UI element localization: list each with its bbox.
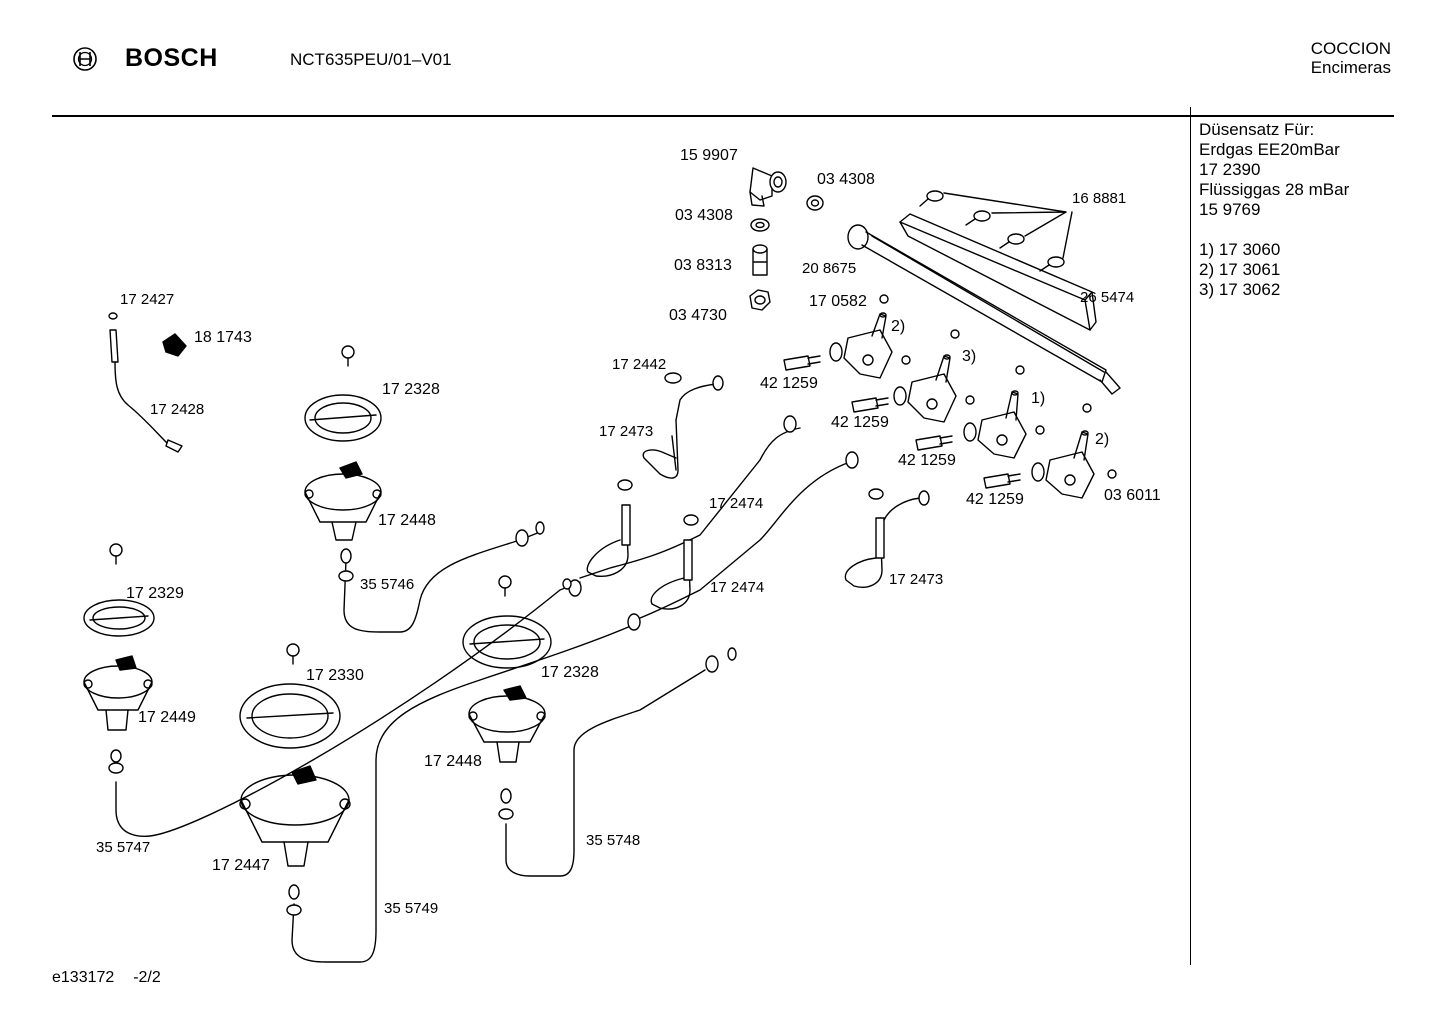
part-label: 17 2328 [382,381,440,398]
page-number: -2/2 [133,969,161,986]
burner-gasket [83,599,155,637]
clip [999,233,1025,249]
part-label: 17 0582 [809,293,867,310]
part-label: 18 1743 [194,329,252,346]
thermocouple [642,375,724,479]
variant-marker: 2) [1095,431,1110,448]
part-label: 42 1259 [966,491,1024,508]
note-line: 17 2390 [1199,160,1261,179]
part-label: 17 2442 [612,356,667,373]
gas-valve [829,312,893,379]
doc-id: e133172 [52,969,115,986]
part-label: 42 1259 [760,375,818,392]
part-label: 16 8881 [1072,190,1127,207]
burner-cup [468,685,546,763]
part-label: 35 5746 [360,576,415,593]
header-rule [52,115,1394,117]
part-label: 35 5747 [96,839,151,856]
burner-gasket [304,394,382,442]
note-line: Düsensatz Für: [1199,120,1315,139]
part-label: 35 5749 [384,900,439,917]
model-number: NCT635PEU/01–V01 [290,50,452,69]
part-label: 26 5474 [1080,289,1135,306]
elbow-fitting [749,167,787,207]
part-label: 42 1259 [898,452,956,469]
clip [1039,256,1065,272]
part-label: 17 2473 [599,423,654,440]
gas-pipe [505,669,706,877]
washer [617,372,884,526]
gas-pipe [115,581,581,837]
part-label: 17 2330 [306,667,364,684]
variant-note: 1) 17 3060 [1199,240,1281,259]
part-label: 15 9907 [680,147,738,164]
part-label: 20 8675 [802,260,857,277]
thermocouple [844,490,930,588]
part-label: 17 2328 [541,664,599,681]
hex-nut [749,289,771,311]
variant-marker: 2) [891,318,906,335]
nozzle-set-notes: Düsensatz Für: Erdgas EE20mBar 17 2390 F… [1199,120,1349,300]
part-label: 17 2329 [126,585,184,602]
document-id: e133172 -2/2 [52,969,161,987]
part-label: 17 2427 [120,291,175,308]
variant-marker: 3) [962,348,977,365]
part-label: 17 2449 [138,709,196,726]
part-label: 17 2448 [424,753,482,770]
injector [851,397,889,413]
part-label: 17 2474 [709,495,764,512]
washer [750,218,770,232]
category-line-2: Encimeras [1310,58,1391,77]
part-label: 17 2474 [710,579,765,596]
brand-name: BOSCH [125,44,218,72]
variant-note: 2) 17 3061 [1199,260,1281,279]
part-label: 35 5748 [586,832,641,849]
gas-valve [1031,430,1095,499]
thermocouple [650,539,693,610]
gas-pipe [579,427,801,579]
clip [965,210,991,226]
note-line: Flüssiggas 28 mBar [1199,180,1350,199]
injector [783,355,821,371]
thermocouple [586,504,631,577]
part-label: 03 4308 [675,207,733,224]
burner-cup [83,655,153,731]
part-label: 17 2448 [378,512,436,529]
part-label: 17 2428 [150,401,205,418]
note-line: Erdgas EE20mBar [1199,140,1340,159]
injector [915,435,953,451]
pipe-fitting [108,415,859,916]
variant-marker: 1) [1031,390,1046,407]
screw [109,345,512,665]
part-label: 42 1259 [831,414,889,431]
category-line-1: COCCION [1310,39,1391,58]
part-label: 03 6011 [1104,487,1161,504]
category-title: COCCION Encimeras [1311,39,1391,77]
gas-valve [893,354,957,423]
burner-cup [304,461,382,541]
part-label: 17 2447 [212,857,270,874]
injector [983,473,1021,489]
part-label: 03 4308 [817,171,875,188]
gas-valve [963,390,1027,459]
clip [919,190,944,207]
part-label: 17 2473 [889,571,944,588]
variant-note: 3) 17 3062 [1199,280,1281,299]
gas-pipe [291,621,641,963]
ignition-electrode-lead [108,312,187,453]
burner-gasket [239,683,341,749]
burner-gasket [462,615,552,669]
note-line: 15 9769 [1199,200,1261,219]
washer [806,195,824,211]
part-label: 03 8313 [674,257,732,274]
side-divider [1190,107,1191,965]
burner-cup [239,765,351,867]
nipple [752,244,768,276]
gas-manifold-rail [847,213,1121,395]
o-ring [879,294,1117,479]
part-label: 03 4730 [669,307,727,324]
bosch-logo-icon [72,46,98,72]
